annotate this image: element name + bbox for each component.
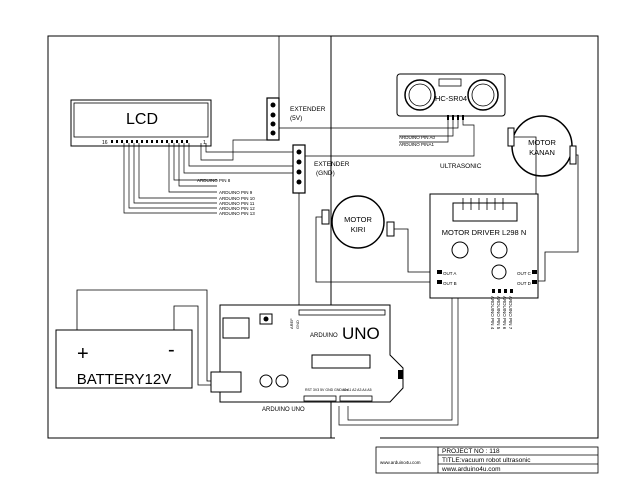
motor-kiri-label: MOTOR: [344, 215, 372, 224]
extender-gnd-label: EXTENDER: [314, 161, 350, 168]
driver-out-d: OUT D: [517, 281, 532, 286]
extender-5v: EXTENDER (5V): [266, 36, 326, 141]
driver-pin-label-4: ARDUINO PIN 4: [490, 296, 495, 330]
arduino-model: UNO: [342, 324, 380, 343]
arduino-caption: ARDUINO UNO: [262, 407, 305, 413]
battery-plus: +: [77, 343, 89, 365]
battery-12v: + - BATTERY12V: [55, 329, 193, 389]
motor-kiri-sublabel: KIRI: [351, 225, 366, 234]
driver-out-a: OUT A: [443, 271, 456, 276]
driver-pin-labels: ARDUINO PIN 4 ARDUINO PIN 5 ARDUINO PIN …: [490, 296, 513, 330]
frame-right: [331, 35, 599, 439]
lcd-pin-label-10: ARDUINO PIN 10: [219, 196, 255, 201]
motor-kanan: MOTOR KANAN: [507, 115, 577, 177]
motor-kanan-label: MOTOR: [528, 138, 556, 147]
battery-minus: -: [168, 339, 175, 361]
extender-gnd-sublabel: (GND): [316, 170, 335, 177]
hc-sr04-label: HC-SR04: [435, 94, 467, 103]
title-title: TITLE:vacuum robot ultrasonic: [442, 457, 531, 464]
title-project-no: PROJECT NO : 118: [442, 448, 500, 455]
arduino-analog-pins: A0 A1 A2 A3 A4 A5: [342, 388, 372, 392]
lcd-pin-label-12: ARDUINO PIN 12: [219, 206, 255, 211]
frame-left: [47, 35, 335, 439]
motor-kanan-sublabel: KANAN: [529, 148, 555, 157]
motor-kiri-wires: [315, 216, 437, 283]
motor-driver-l298n: MOTOR DRIVER L298 N: [429, 193, 539, 299]
driver-pin-label-6: ARDUINO PIN 6: [502, 296, 507, 330]
arduino-aref-label: AREF: [289, 318, 294, 329]
lcd-data-wires: [123, 139, 296, 214]
ultrasonic-label: ULTRASONIC: [440, 163, 482, 170]
lcd-pin-label-9: ARDUINO PIN 9: [219, 190, 253, 195]
driver-power-wires: [338, 298, 459, 426]
lcd-pin-label-11: ARDUINO PIN 11: [219, 201, 255, 206]
arduino-power-pins: RST 3V3 5V GND GND Vin: [305, 388, 348, 392]
hc-sr04-sensor: HC-SR04: [396, 73, 506, 120]
motor-kiri: MOTOR KIRI: [321, 195, 395, 249]
arduino-uno-board: AREF GND ARDUINO UNO RST 3V3 5V GND GND …: [210, 304, 404, 413]
driver-out-c: OUT C: [517, 271, 532, 276]
extender-gnd: EXTENDER (GND): [292, 144, 350, 312]
driver-out-b: OUT B: [443, 281, 457, 286]
lcd-module: LCD 16 1: [70, 99, 212, 147]
ultrasonic-wires: [279, 120, 475, 157]
lcd-pin-label-8: ARDUINO PIN 8: [197, 178, 231, 183]
driver-pin-label-7: ARDUINO PIN 7: [508, 296, 513, 330]
title-logo-text: www.arduino4u.com: [380, 460, 421, 465]
extender-5v-sublabel: (5V): [290, 115, 302, 122]
extender-5v-label: EXTENDER: [290, 106, 326, 113]
lcd-pin-label-13: ARDUINO PIN 13: [219, 211, 255, 216]
arduino-brand: ARDUINO: [310, 333, 338, 339]
lcd-label: LCD: [126, 111, 158, 128]
driver-pin-label-5: ARDUINO PIN 5: [496, 296, 501, 330]
battery-label: BATTERY12V: [77, 371, 171, 388]
title-block: www.arduino4u.com PROJECT NO : 118 TITLE…: [375, 446, 599, 474]
title-website: www.arduino4u.com: [441, 466, 501, 473]
motor-driver-label: MOTOR DRIVER L298 N: [442, 228, 526, 237]
lcd-pin-1-label: 1: [203, 140, 206, 146]
us-pin-a1-label: ARDUINO PINA1: [399, 142, 435, 147]
lcd-pin-16-label: 16: [102, 140, 108, 146]
us-pin-a0-label: ARDUINO PIN A0: [399, 135, 436, 140]
arduino-gnd-label: GND: [295, 320, 300, 329]
lcd-pin-labels: ARDUINO PIN 8 ARDUINO PIN 9 ARDUINO PIN …: [197, 178, 255, 216]
